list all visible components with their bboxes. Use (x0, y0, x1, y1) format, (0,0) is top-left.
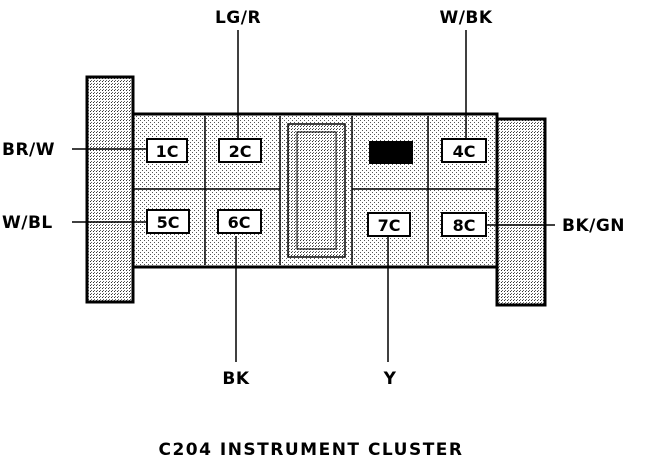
pin-6c-label: 6C (228, 213, 251, 232)
wire-bk-label: BK (222, 369, 249, 389)
right-latch (495, 117, 547, 307)
pin-7c-label: 7C (378, 216, 401, 235)
diagram-caption: C204 INSTRUMENT CLUSTER (159, 440, 464, 460)
wire-bk-gn-label: BK/GN (562, 216, 625, 236)
pin-labels: 1C 2C 4C 5C 6C 7C 8C (146, 138, 487, 237)
pin-1c: 1C (146, 138, 188, 163)
pin-4c: 4C (441, 138, 487, 163)
wire-br-w-label: BR/W (2, 140, 55, 160)
pin-7c: 7C (367, 212, 411, 237)
pin-1c-label: 1C (156, 142, 179, 161)
wire-labels: LG/R W/BK BR/W W/BL BK/GN BK Y (2, 8, 625, 389)
pin-5c: 5C (146, 209, 190, 234)
connector-body (85, 75, 547, 307)
pin-8c-label: 8C (453, 216, 476, 235)
pin-5c-label: 5C (157, 213, 180, 232)
wire-lg-r-label: LG/R (215, 8, 261, 28)
key-slot-inner (296, 131, 337, 250)
wire-w-bl-label: W/BL (2, 213, 53, 233)
pin-8c: 8C (441, 212, 487, 237)
wire-y-label: Y (383, 369, 397, 389)
pin-6c: 6C (217, 209, 262, 234)
pin-4c-label: 4C (453, 142, 476, 161)
pin-2c: 2C (218, 138, 262, 163)
pin-2c-label: 2C (229, 142, 252, 161)
blocked-cavity (369, 141, 413, 164)
left-latch (85, 75, 135, 304)
leader-lines (72, 30, 555, 362)
wire-w-bk-label: W/BK (439, 8, 492, 28)
